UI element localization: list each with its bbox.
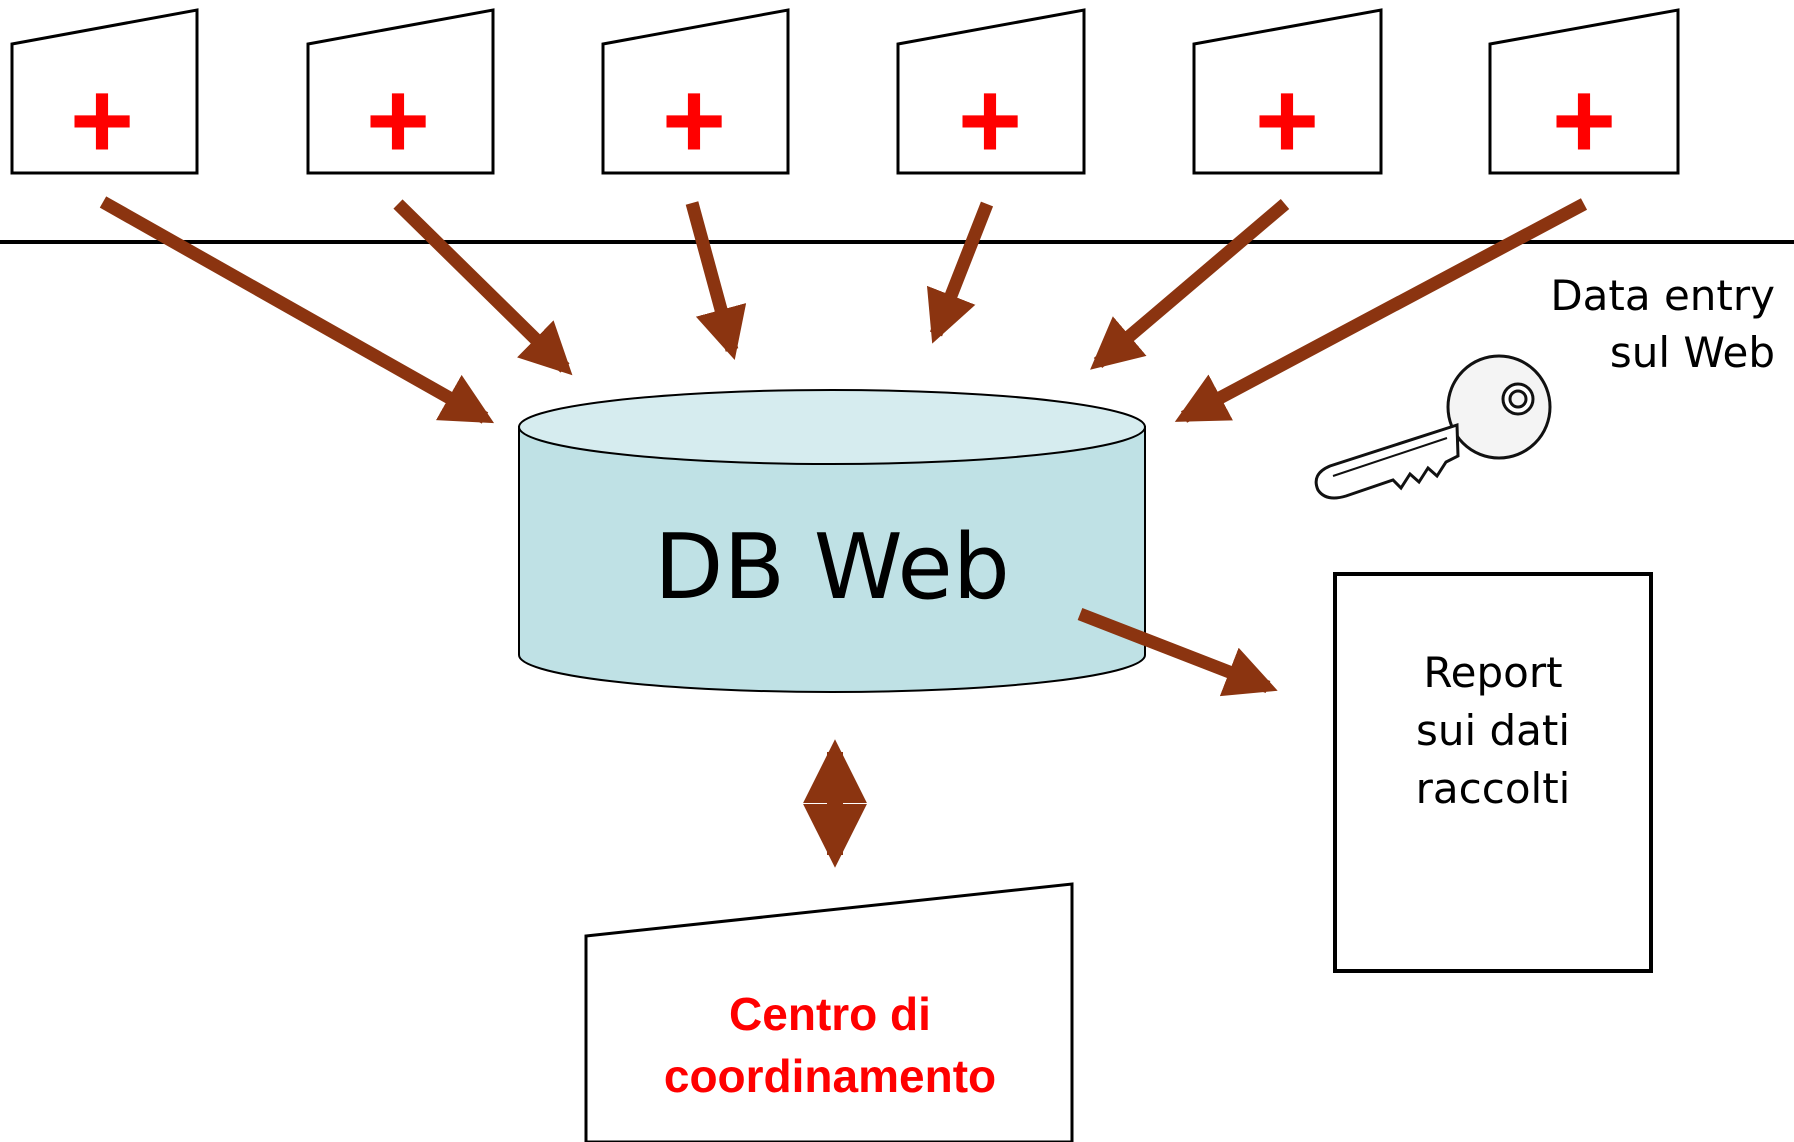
report-label-line1: Report [1423,648,1562,697]
coordination-center-box: Centro di coordinamento [584,882,1074,1142]
hospital-1: + [10,8,199,182]
arrow-hospital-6-to-db [1174,198,1588,423]
hospital-3: + [601,8,790,182]
database-label: DB Web [654,515,1010,620]
red-cross-icon: + [662,59,726,182]
arrow-hospital-3-to-db [685,201,747,361]
coordination-label-line1: Centro di [729,988,931,1040]
arrow-hospital-1-to-db [99,196,495,424]
red-cross-icon: + [958,59,1022,182]
red-cross-icon: + [1255,59,1319,182]
report-label-line3: raccolti [1416,764,1571,813]
arrow-hospital-2-to-db [393,199,573,376]
hospital-6: + [1488,8,1680,182]
data-entry-label: Data entry sul Web [1550,271,1775,377]
hospital-2: + [306,8,495,182]
key-icon [1314,354,1552,500]
hospital-4: + [896,8,1086,182]
arrow-hospital-4-to-db [926,201,994,344]
arrow-db-to-report [1077,607,1278,697]
database-cylinder: DB Web [518,389,1146,693]
report-box: Report sui dati raccolti [1333,572,1653,973]
svg-text:Data entry: Data entry [1550,271,1775,320]
red-cross-icon: + [366,59,430,182]
red-cross-icon: + [70,59,134,182]
red-cross-icon: + [1552,59,1616,182]
svg-text:sul Web: sul Web [1610,328,1775,377]
hospital-5: + [1192,8,1383,182]
coordination-label-line2: coordinamento [664,1050,996,1102]
report-label-line2: sui dati [1416,706,1570,755]
arrow-hospital-5-to-db [1090,199,1290,370]
